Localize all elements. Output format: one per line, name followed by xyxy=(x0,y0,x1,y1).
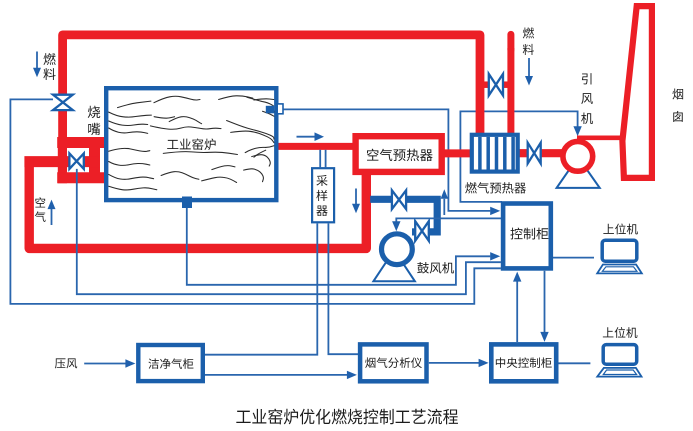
svg-text:料: 料 xyxy=(522,41,534,58)
svg-text:上位机: 上位机 xyxy=(602,324,638,341)
svg-text:机: 机 xyxy=(581,108,594,127)
svg-text:工业窑炉: 工业窑炉 xyxy=(166,134,216,153)
svg-text:燃气预热器: 燃气预热器 xyxy=(465,179,527,197)
svg-text:采: 采 xyxy=(316,172,328,189)
svg-text:烧: 烧 xyxy=(87,101,101,121)
svg-text:烟气分析仪: 烟气分析仪 xyxy=(365,355,423,371)
svg-text:气: 气 xyxy=(34,209,46,225)
svg-text:燃: 燃 xyxy=(43,49,56,68)
svg-text:空气预热器: 空气预热器 xyxy=(366,144,434,164)
svg-text:囱: 囱 xyxy=(672,108,684,125)
svg-text:上位机: 上位机 xyxy=(603,221,639,238)
svg-text:中央控制柜: 中央控制柜 xyxy=(495,355,553,371)
svg-text:样: 样 xyxy=(316,187,328,204)
svg-text:控制柜: 控制柜 xyxy=(510,224,549,243)
svg-text:工业窑炉优化燃烧控制工艺流程: 工业窑炉优化燃烧控制工艺流程 xyxy=(236,403,459,428)
svg-text:烟: 烟 xyxy=(672,86,684,103)
svg-text:风: 风 xyxy=(581,88,594,107)
svg-text:鼓风机: 鼓风机 xyxy=(417,258,455,277)
svg-text:空: 空 xyxy=(34,195,46,211)
svg-text:压风: 压风 xyxy=(55,356,78,372)
svg-text:引: 引 xyxy=(581,69,594,88)
svg-text:料: 料 xyxy=(43,64,56,83)
svg-text:器: 器 xyxy=(316,202,328,219)
svg-text:洁净气柜: 洁净气柜 xyxy=(148,356,194,372)
svg-text:嘴: 嘴 xyxy=(87,118,101,138)
svg-text:燃: 燃 xyxy=(522,25,534,42)
